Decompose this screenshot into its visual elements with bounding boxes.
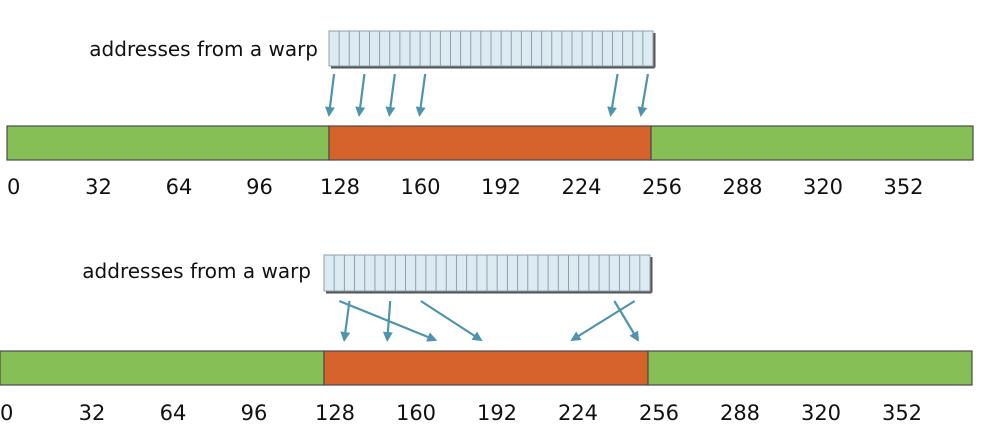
tick-label: 96 — [241, 401, 268, 425]
memory-segments — [0, 350, 973, 386]
address-arrow — [338, 299, 438, 342]
tick-label: 64 — [160, 401, 187, 425]
tick-label: 160 — [396, 401, 436, 425]
address-arrow — [415, 73, 427, 117]
tick-label: 64 — [166, 175, 193, 199]
tick-label: 192 — [477, 401, 517, 425]
address-arrow — [637, 73, 650, 117]
accessed-memory-segment — [328, 125, 652, 161]
address-arrow — [325, 73, 336, 117]
address-arrow — [382, 300, 393, 342]
memory-segment — [650, 125, 974, 161]
address-tick-labels: 0 32 64 96 128 160 192 224 256 288 320 3… — [0, 401, 922, 425]
address-tick-labels: 0 32 64 96 128 160 192 224 256 288 320 3… — [7, 175, 924, 199]
address-arrow — [570, 300, 636, 342]
warp-address-box — [323, 254, 653, 294]
address-arrow — [613, 300, 639, 342]
tick-label: 160 — [400, 175, 440, 199]
address-arrow — [355, 73, 366, 117]
tick-label: 128 — [320, 175, 360, 199]
warp-label: addresses from a warp — [82, 259, 311, 283]
tick-label: 224 — [561, 175, 601, 199]
address-arrows — [338, 299, 639, 342]
tick-label: 32 — [79, 401, 106, 425]
address-arrow — [420, 300, 483, 342]
tick-label: 320 — [803, 175, 843, 199]
tick-label: 320 — [801, 401, 841, 425]
tick-label: 224 — [558, 401, 598, 425]
tick-label: 256 — [642, 175, 682, 199]
address-arrow — [385, 73, 396, 117]
tick-label: 192 — [481, 175, 521, 199]
tick-label: 128 — [315, 401, 355, 425]
address-arrow — [607, 73, 619, 117]
tick-label: 288 — [722, 175, 762, 199]
accessed-memory-segment — [323, 350, 649, 386]
tick-label: 96 — [246, 175, 273, 199]
address-arrows — [325, 73, 650, 117]
memory-segment — [6, 125, 330, 161]
memory-segment — [0, 350, 325, 386]
tick-label: 0 — [7, 175, 20, 199]
tick-label: 352 — [882, 401, 922, 425]
tick-label: 352 — [883, 175, 923, 199]
memory-segment — [647, 350, 973, 386]
warp-label: addresses from a warp — [89, 37, 318, 61]
tick-label: 32 — [85, 175, 112, 199]
address-arrow — [340, 300, 351, 342]
tick-label: 288 — [720, 401, 760, 425]
diagram-coalesced: addresses from a warp 0 32 64 96 128 160… — [6, 30, 974, 199]
warp-address-box — [328, 30, 656, 69]
diagram-permuted: addresses from a warp 0 32 64 96 128 160… — [0, 254, 973, 425]
tick-label: 256 — [639, 401, 679, 425]
tick-label: 0 — [0, 401, 13, 425]
memory-segments — [6, 125, 974, 161]
